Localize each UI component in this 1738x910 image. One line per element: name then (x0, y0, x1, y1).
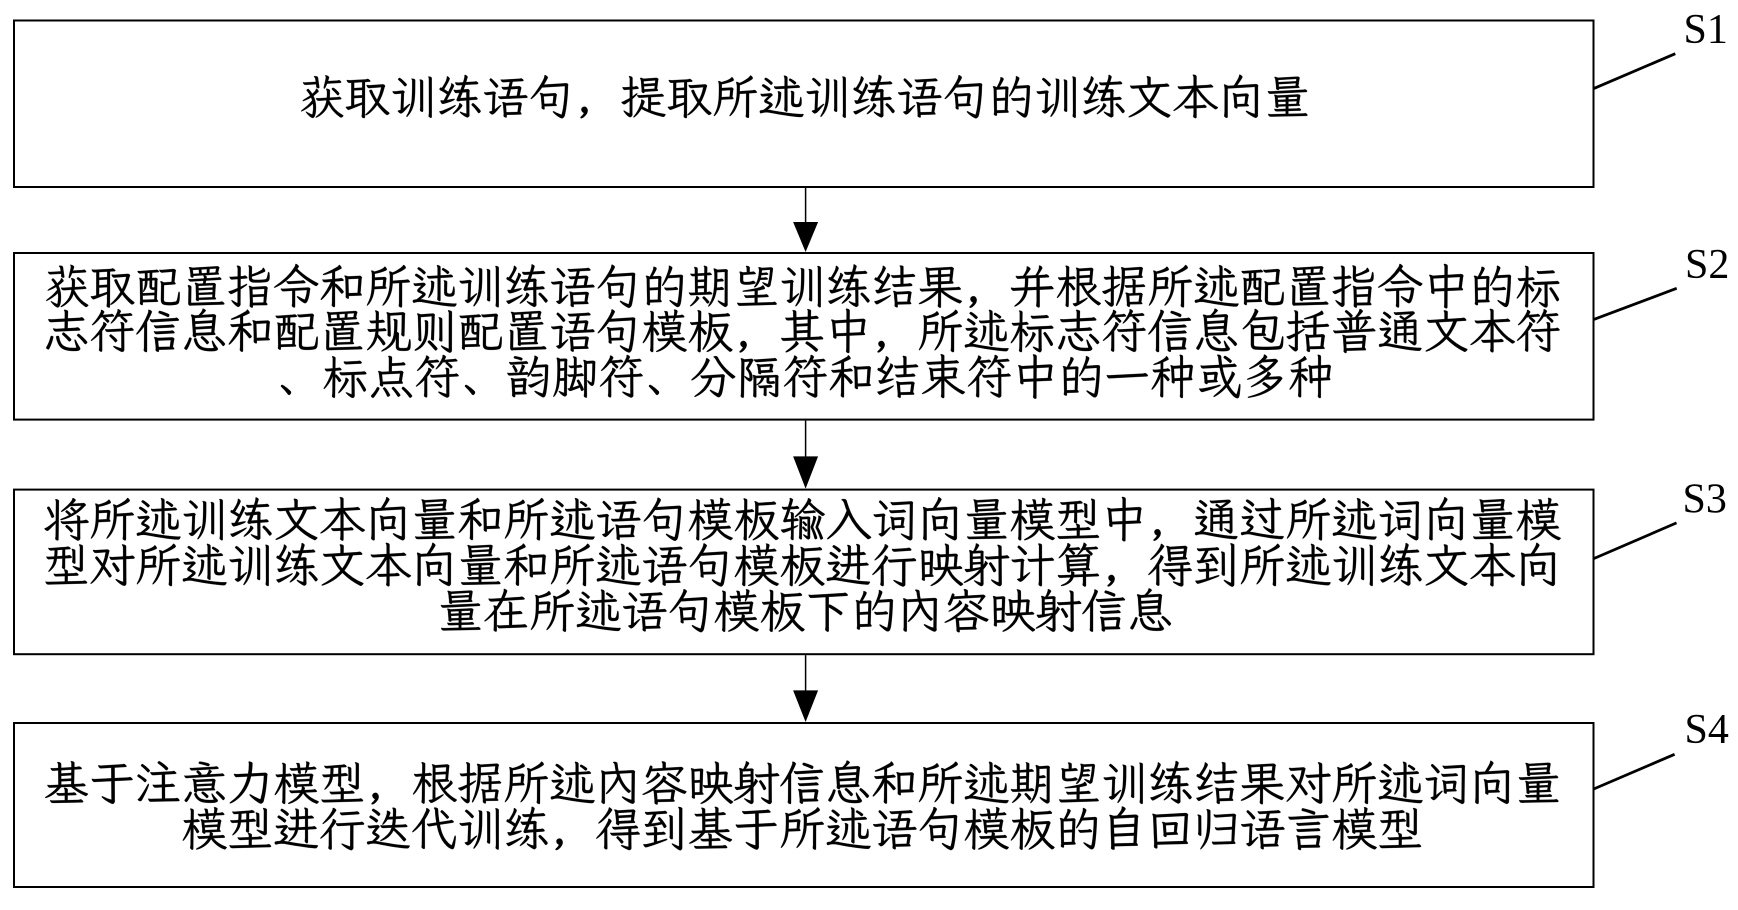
svg-text:S3: S3 (1683, 477, 1727, 523)
svg-text:S2: S2 (1685, 242, 1729, 288)
svg-text:S4: S4 (1685, 707, 1729, 753)
svg-text:S1: S1 (1684, 7, 1728, 53)
